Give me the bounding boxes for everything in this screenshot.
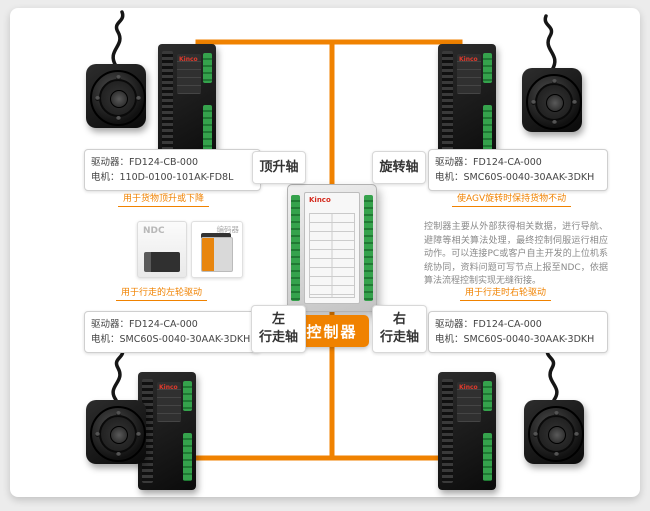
motor-cable-top-right bbox=[543, 14, 557, 72]
drive-faceplate: Kinco bbox=[177, 54, 201, 94]
screw-icon bbox=[552, 79, 557, 84]
motor-model: 电机：SMC60S-0040-30AAK-3DKH bbox=[435, 172, 595, 183]
screw-icon bbox=[531, 100, 536, 105]
servo-drive-top-right: Kinco bbox=[438, 44, 496, 162]
screw-icon bbox=[116, 116, 121, 121]
servo-motor-top-left bbox=[84, 60, 148, 132]
motor-hub bbox=[110, 90, 128, 108]
heatsink-fins bbox=[142, 379, 153, 483]
motor-cable-top-left bbox=[111, 10, 125, 68]
terminal-block-bottom bbox=[483, 433, 492, 481]
info-box-top-right: 驱动器：FD124-CA-000 电机：SMC60S-0040-30AAK-3D… bbox=[428, 149, 608, 191]
encoder-label: 编码器 bbox=[216, 225, 240, 234]
controller-terminal-left bbox=[291, 195, 300, 301]
heatsink-fins bbox=[162, 51, 173, 155]
terminal-block-top bbox=[183, 381, 192, 411]
axis-box-left-travel: 左 行走轴 bbox=[251, 305, 306, 353]
drive-brand-label: Kinco bbox=[459, 56, 478, 63]
drive-faceplate: Kinco bbox=[457, 54, 481, 94]
motor-face bbox=[90, 406, 146, 462]
drive-faceplate: Kinco bbox=[157, 382, 181, 422]
screw-icon bbox=[136, 432, 141, 437]
controller-badge: 控制器 bbox=[295, 315, 369, 347]
screw-icon bbox=[116, 411, 121, 416]
motor-face bbox=[90, 70, 146, 126]
heatsink-fins bbox=[442, 379, 453, 483]
ndc-device-image bbox=[144, 252, 180, 272]
drive-brand-label: Kinco bbox=[459, 384, 478, 391]
controller-description: 控制器主要从外部获得相关数据，进行导航、避障等相关算法处理，最终控制伺服运行相应… bbox=[424, 222, 608, 286]
motor-model: 电机：SMC60S-0040-30AAK-3DKH bbox=[91, 334, 251, 345]
encoder-device-image bbox=[201, 237, 233, 272]
note-lift: 用于货物顶升或下降 bbox=[118, 191, 210, 207]
screw-icon bbox=[554, 452, 559, 457]
screw-icon bbox=[95, 96, 100, 101]
motor-face bbox=[526, 74, 582, 130]
axis-name-line1: 左 bbox=[271, 312, 285, 327]
screw-icon bbox=[116, 452, 121, 457]
terminal-block-bottom bbox=[183, 433, 192, 481]
terminal-block-top bbox=[483, 381, 492, 411]
motor-cable-bottom-right bbox=[545, 346, 559, 402]
servo-drive-bottom-right: Kinco bbox=[438, 372, 496, 490]
screw-icon bbox=[572, 100, 577, 105]
screw-icon bbox=[95, 432, 100, 437]
terminal-block-top bbox=[483, 53, 492, 83]
motor-ring bbox=[99, 79, 137, 117]
servo-motor-top-right bbox=[520, 64, 584, 136]
terminal-block-bottom bbox=[483, 105, 492, 153]
controller-pinout-table bbox=[309, 213, 355, 298]
servo-motor-bottom-right bbox=[522, 396, 586, 468]
ndc-label: NDC bbox=[143, 226, 165, 236]
ndc-unit: NDC bbox=[137, 221, 187, 278]
info-box-top-left: 驱动器：FD124-CB-000 电机：110D-0100-101AK-FD8L bbox=[84, 149, 261, 191]
drive-brand-label: Kinco bbox=[179, 56, 198, 63]
axis-box-rotate: 旋转轴 bbox=[372, 151, 426, 184]
driver-model: 驱动器：FD124-CA-000 bbox=[435, 319, 542, 330]
terminal-block-top bbox=[203, 53, 212, 83]
motor-face bbox=[528, 406, 584, 462]
axis-box-right-travel: 右 行走轴 bbox=[372, 305, 427, 353]
motor-hub bbox=[110, 426, 128, 444]
servo-drive-top-left: Kinco bbox=[158, 44, 216, 162]
driver-model: 驱动器：FD124-CA-000 bbox=[91, 319, 198, 330]
axis-name-line2: 行走轴 bbox=[258, 330, 298, 345]
screw-icon bbox=[554, 411, 559, 416]
servo-drive-bottom-left: Kinco bbox=[138, 372, 196, 490]
note-left-travel: 用于行走的左轮驱动 bbox=[116, 285, 208, 301]
screw-icon bbox=[552, 120, 557, 125]
driver-model: 驱动器：FD124-CB-000 bbox=[91, 157, 199, 168]
note-rotate: 使AGV旋转时保持货物不动 bbox=[452, 191, 572, 207]
motor-hub bbox=[548, 426, 566, 444]
motor-hub bbox=[546, 94, 564, 112]
heatsink-fins bbox=[442, 51, 453, 155]
screw-icon bbox=[574, 432, 579, 437]
motor-cable-bottom-left bbox=[111, 346, 125, 402]
axis-box-lift: 顶升轴 bbox=[252, 151, 306, 184]
controller-terminal-right bbox=[364, 195, 373, 301]
controller-brand-label: Kinco bbox=[309, 196, 331, 204]
drive-brand-label: Kinco bbox=[159, 384, 178, 391]
screw-icon bbox=[533, 432, 538, 437]
controller-device: Kinco bbox=[287, 184, 377, 312]
note-right-travel: 用于行走时右轮驱动 bbox=[460, 285, 552, 301]
axis-name-line1: 右 bbox=[392, 312, 406, 327]
drive-faceplate: Kinco bbox=[457, 382, 481, 422]
motor-model: 电机：110D-0100-101AK-FD8L bbox=[91, 172, 234, 183]
info-box-bottom-right: 驱动器：FD124-CA-000 电机：SMC60S-0040-30AAK-3D… bbox=[428, 311, 608, 353]
info-box-bottom-left: 驱动器：FD124-CA-000 电机：SMC60S-0040-30AAK-3D… bbox=[84, 311, 261, 353]
terminal-block-bottom bbox=[203, 105, 212, 153]
screw-icon bbox=[136, 96, 141, 101]
driver-model: 驱动器：FD124-CA-000 bbox=[435, 157, 542, 168]
motor-model: 电机：SMC60S-0040-30AAK-3DKH bbox=[435, 334, 595, 345]
encoder-unit: 编码器 bbox=[191, 221, 243, 278]
encoder-connector bbox=[201, 233, 231, 238]
screw-icon bbox=[116, 75, 121, 80]
controller-faceplate: Kinco bbox=[304, 192, 360, 304]
axis-name-line2: 行走轴 bbox=[379, 330, 419, 345]
servo-motor-bottom-left bbox=[84, 396, 148, 468]
